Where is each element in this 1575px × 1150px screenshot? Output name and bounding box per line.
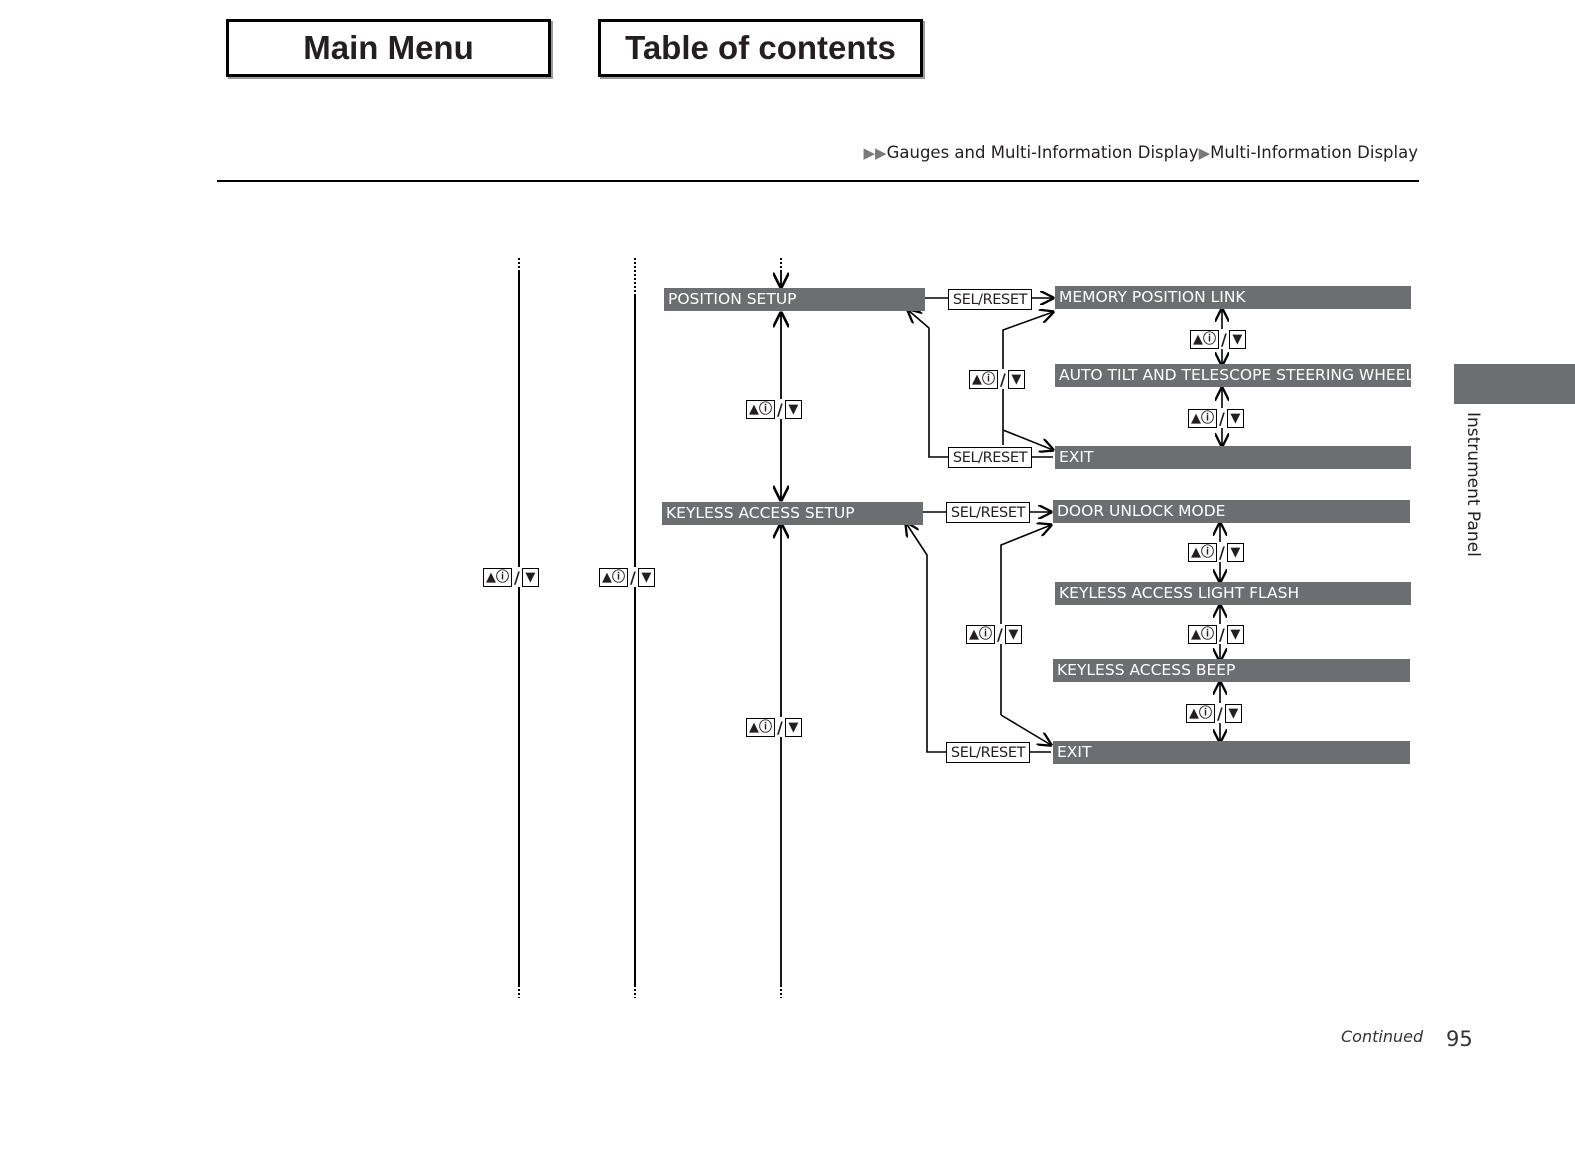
down-button-icon: ▼ [1004, 624, 1022, 644]
sel-reset-button-icon: SEL/RESET [948, 447, 1032, 468]
breadcrumb-level1[interactable]: Gauges and Multi-Information Display [886, 143, 1199, 162]
main-menu-button[interactable]: Main Menu [226, 19, 551, 77]
up-down-button-icon: ▲ⓘ/▼ [1190, 329, 1246, 349]
up-info-button-icon: ▲ⓘ [1190, 329, 1219, 349]
up-info-button-icon: ▲ⓘ [1188, 542, 1217, 562]
continued-label: Continued [1341, 1027, 1424, 1046]
up-down-button-icon: ▲ⓘ/▼ [969, 369, 1025, 389]
up-info-button-icon: ▲ⓘ [1188, 624, 1217, 644]
up-info-button-icon: ▲ⓘ [1188, 408, 1217, 428]
down-button-icon: ▼ [1007, 369, 1025, 389]
menu-exit: EXIT [1053, 741, 1410, 764]
up-down-button-icon: ▲ⓘ/▼ [483, 567, 539, 587]
up-info-button-icon: ▲ⓘ [966, 624, 995, 644]
section-tab-label[interactable]: Instrument Panel [1463, 412, 1483, 557]
sel-reset-button-icon: SEL/RESET [946, 742, 1030, 763]
down-button-icon: ▼ [1226, 624, 1244, 644]
up-info-button-icon: ▲ⓘ [746, 717, 775, 737]
header-rule [217, 180, 1419, 182]
down-button-icon: ▼ [784, 717, 802, 737]
breadcrumb-arrow-icon: ▶ [1198, 144, 1211, 162]
down-button-icon: ▼ [784, 399, 802, 419]
menu-position-setup: POSITION SETUP [664, 288, 925, 311]
menu-memory-position-link: MEMORY POSITION LINK [1055, 286, 1411, 309]
breadcrumb: ▶▶Gauges and Multi-Information Display▶M… [864, 143, 1418, 162]
down-button-icon: ▼ [1226, 408, 1244, 428]
up-down-button-icon: ▲ⓘ/▼ [599, 567, 655, 587]
up-down-button-icon: ▲ⓘ/▼ [1188, 408, 1244, 428]
up-down-button-icon: ▲ⓘ/▼ [1188, 542, 1244, 562]
breadcrumb-level2[interactable]: Multi-Information Display [1210, 143, 1418, 162]
up-info-button-icon: ▲ⓘ [746, 399, 775, 419]
page-number: 95 [1446, 1027, 1473, 1051]
menu-auto-tilt-telescope: AUTO TILT AND TELESCOPE STEERING WHEEL [1055, 364, 1414, 387]
down-button-icon: ▼ [637, 567, 655, 587]
up-down-button-icon: ▲ⓘ/▼ [1186, 703, 1242, 723]
table-of-contents-button[interactable]: Table of contents [598, 19, 923, 77]
up-info-button-icon: ▲ⓘ [599, 567, 628, 587]
menu-keyless-beep: KEYLESS ACCESS BEEP [1053, 659, 1410, 682]
up-info-button-icon: ▲ⓘ [483, 567, 512, 587]
up-info-button-icon: ▲ⓘ [1186, 703, 1215, 723]
up-down-button-icon: ▲ⓘ/▼ [746, 717, 802, 737]
up-info-button-icon: ▲ⓘ [969, 369, 998, 389]
down-button-icon: ▼ [1224, 703, 1242, 723]
menu-keyless-light-flash: KEYLESS ACCESS LIGHT FLASH [1055, 582, 1411, 605]
menu-door-unlock-mode: DOOR UNLOCK MODE [1053, 500, 1410, 523]
up-down-button-icon: ▲ⓘ/▼ [746, 399, 802, 419]
menu-keyless-access-setup: KEYLESS ACCESS SETUP [662, 502, 923, 525]
down-button-icon: ▼ [1226, 542, 1244, 562]
menu-exit: EXIT [1055, 446, 1411, 469]
down-button-icon: ▼ [1228, 329, 1246, 349]
sel-reset-button-icon: SEL/RESET [948, 289, 1032, 310]
section-tab-marker [1454, 364, 1575, 404]
up-down-button-icon: ▲ⓘ/▼ [966, 624, 1022, 644]
sel-reset-button-icon: SEL/RESET [946, 502, 1030, 523]
breadcrumb-arrow-icon: ▶▶ [863, 144, 887, 162]
up-down-button-icon: ▲ⓘ/▼ [1188, 624, 1244, 644]
down-button-icon: ▼ [521, 567, 539, 587]
